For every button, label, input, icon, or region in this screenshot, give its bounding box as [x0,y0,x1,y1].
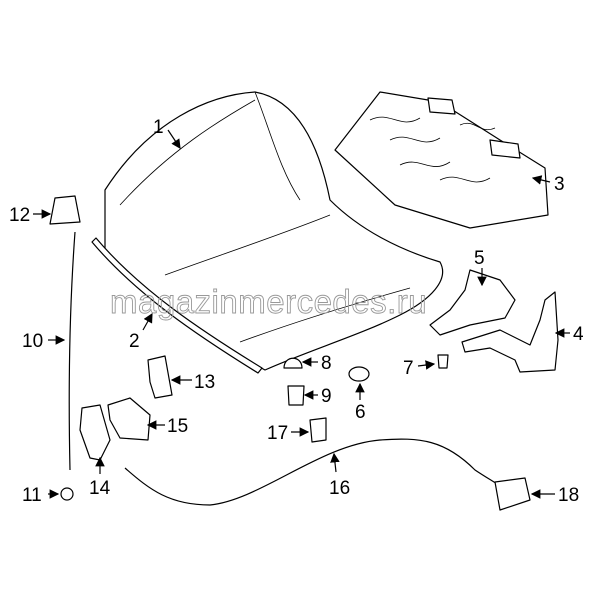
callout-1: 1 [153,117,164,138]
bolt [437,354,449,369]
callout-11: 11 [22,485,42,506]
hood-lock [79,404,111,461]
callout-13: 13 [194,372,215,393]
callout-7: 7 [403,358,414,379]
retaining-clip [287,385,305,406]
callout-18: 18 [558,485,579,506]
callout-8: 8 [321,353,332,374]
callout-2: 2 [129,331,140,352]
rod-holder [49,195,81,225]
callout-9: 9 [321,386,332,407]
callout-3: 3 [554,174,565,195]
lock-support [107,397,151,441]
release-handle [494,477,531,511]
rubber-bumper [348,366,370,382]
hinge-bracket [429,269,516,336]
release-cable [124,438,506,506]
callout-5: 5 [474,248,485,269]
watermark-text: magazinmercedes.ru [110,283,427,320]
grommet [60,487,74,501]
callout-17: 17 [267,423,288,444]
callout-4: 4 [573,324,584,345]
hood-seal-strip [91,237,263,374]
callout-15: 15 [167,416,188,437]
callout-10: 10 [22,331,43,352]
hood-insulator-pad [334,91,549,229]
cable-clip [309,417,327,443]
hood-prop-rod [68,231,76,471]
callout-12: 12 [9,205,30,226]
hood-buffer [283,357,303,369]
callout-14: 14 [89,478,111,499]
callout-16: 16 [329,478,350,499]
lock-bracket [147,355,173,399]
hood-hinge [461,291,559,373]
callout-6: 6 [355,402,366,423]
leader-lines [33,129,570,499]
